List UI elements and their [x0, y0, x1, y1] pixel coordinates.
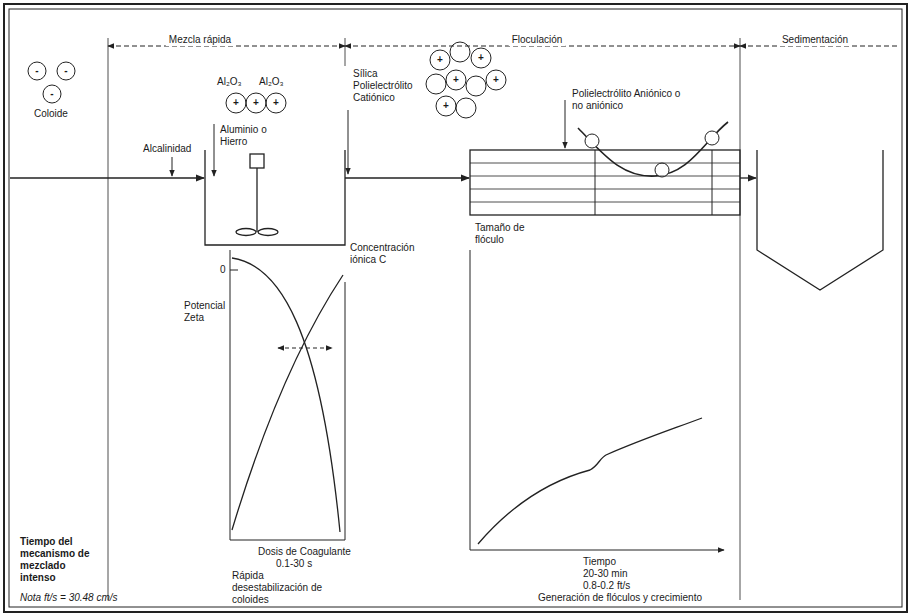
charge-sign: - [64, 66, 67, 76]
particle [585, 134, 599, 148]
charge-sign: + [273, 98, 279, 108]
floc [430, 50, 450, 70]
sedimentation-tank [757, 150, 883, 290]
dose-arrow [214, 124, 215, 176]
colloid [28, 62, 46, 80]
side-note: Tiempo del mecanismo de mezclado intenso [20, 536, 102, 584]
paddle-line [470, 163, 740, 164]
stage-title: Floculación [509, 34, 566, 46]
chemical-formula: Al₂O₃ [217, 76, 242, 88]
charge-sign: + [493, 75, 499, 85]
footnote: Nota ft/s = 30.48 cm/s [20, 592, 118, 604]
dose-arrow [172, 157, 173, 176]
charge-sign: + [437, 55, 443, 65]
baffle [595, 150, 596, 215]
divider [345, 38, 346, 66]
axis-note: Generación de flóculos y crecimiento [538, 592, 702, 604]
axis-title: Potencial Zeta [184, 300, 226, 324]
flow-line [10, 177, 204, 178]
axis-title: Tamaño de flóculo [475, 222, 533, 246]
stage-title: Mezcla rápida [166, 34, 234, 46]
floc [456, 98, 476, 118]
stage-title: Sedimentación [779, 34, 851, 46]
charge-sign: + [233, 98, 239, 108]
floc [436, 96, 456, 116]
particle [655, 163, 669, 177]
divider [740, 38, 741, 600]
charge-sign: + [478, 53, 484, 63]
mixer-shaft [256, 168, 257, 232]
chemical-formula: Al₂O₃ [259, 76, 284, 88]
axis-value: 0 [220, 264, 226, 276]
dose-arrow [348, 110, 349, 174]
baffle [712, 150, 713, 215]
floc [486, 70, 506, 90]
tick [230, 270, 238, 271]
charge-sign: + [253, 98, 259, 108]
rapid-mix-tank [205, 150, 345, 245]
flow-line [740, 177, 756, 178]
dose-label: Alcalinidad [143, 143, 191, 155]
charge-sign: + [443, 101, 449, 111]
axis-note: Rápida desestabilización de coloides [232, 570, 340, 606]
axis [230, 540, 345, 541]
axis [470, 550, 724, 551]
floc-growth-curve [478, 418, 702, 544]
axis-title: Tiempo [583, 556, 616, 568]
polymer-chain [578, 122, 728, 176]
mixer-motor [250, 154, 264, 168]
dose-arrow [565, 100, 566, 148]
floc [471, 48, 491, 68]
coagulant-particle [266, 93, 286, 113]
charge-sign: - [50, 89, 53, 99]
frame [4, 4, 907, 612]
axis-title: Dosis de Coagulante [258, 546, 351, 558]
floc [426, 74, 446, 94]
colloid [57, 62, 75, 80]
colloid [43, 85, 61, 103]
impeller [236, 229, 256, 236]
floc [450, 42, 470, 62]
zeta-curve [232, 275, 343, 530]
colloid-label: Coloide [34, 108, 68, 120]
frame [9, 9, 902, 607]
axis [470, 250, 471, 550]
coagulant-particle [246, 93, 266, 113]
paddle-line [470, 189, 740, 190]
flow-line [345, 177, 469, 178]
axis [230, 250, 231, 540]
flocculation-tank [470, 150, 740, 215]
charge-sign: + [453, 75, 459, 85]
floc [466, 76, 486, 96]
coagulant-particle [226, 93, 246, 113]
paddle-line [470, 202, 740, 203]
dose-label: Aluminio o Hierro [220, 124, 272, 148]
axis-note: 0.1-30 s [276, 558, 312, 570]
dose-label: Polielectrólito Aniónico o no aniónico [572, 88, 694, 112]
impeller [258, 229, 278, 236]
axis-title: Concentración iónica C [350, 242, 420, 266]
concentration-curve [232, 258, 340, 532]
paddle-line [470, 176, 740, 177]
shift-arrow [278, 348, 332, 349]
particle [705, 131, 719, 145]
divider [108, 38, 109, 600]
dose-label: Sílica Polielectrólito Catiónico [353, 68, 425, 104]
axis [345, 282, 346, 540]
axis-note: 0.8-0.2 ft/s [583, 580, 630, 592]
charge-sign: - [35, 66, 38, 76]
floc [446, 70, 466, 90]
axis-note: 20-30 min [583, 568, 627, 580]
